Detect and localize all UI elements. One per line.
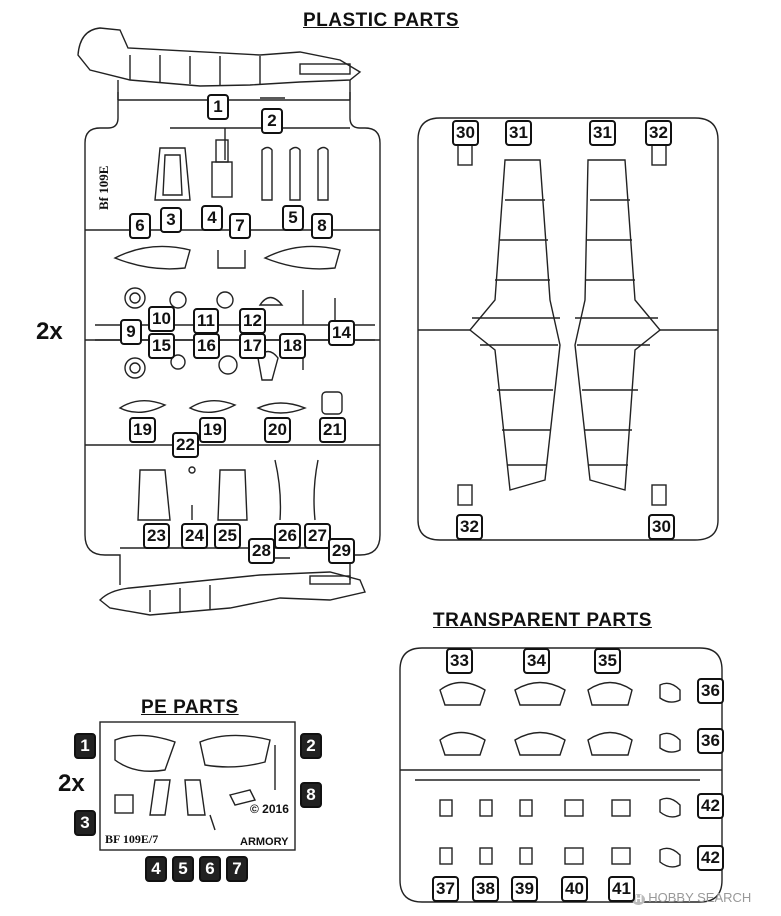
watermark-logo-icon: H bbox=[632, 894, 646, 905]
canopy-parts-shapes bbox=[439, 681, 681, 868]
pe-fret-outline bbox=[99, 721, 296, 851]
part-label: 4 bbox=[201, 205, 223, 231]
watermark-text: HOBBY SEARCH bbox=[648, 890, 752, 905]
clear-part-label: 37 bbox=[432, 876, 459, 902]
fuselage-half-top bbox=[77, 27, 362, 100]
pe-part-label: 8 bbox=[300, 782, 322, 808]
part-label: 18 bbox=[279, 333, 306, 359]
fuselage-half-bottom bbox=[98, 571, 366, 616]
part-label: 5 bbox=[282, 205, 304, 231]
part-label: 8 bbox=[311, 213, 333, 239]
pe-copyright: © 2016 bbox=[250, 802, 289, 816]
pe-fret-multiplier: 2x bbox=[58, 770, 85, 797]
clear-part-label: 33 bbox=[446, 648, 473, 674]
plastic-row5-shapes bbox=[137, 459, 319, 559]
part-label: 17 bbox=[239, 333, 266, 359]
part-label: 27 bbox=[304, 523, 331, 549]
clear-part-label: 41 bbox=[608, 876, 635, 902]
part-label: 29 bbox=[328, 538, 355, 564]
part-label: 32 bbox=[645, 120, 672, 146]
part-label: 28 bbox=[248, 538, 275, 564]
part-label: 21 bbox=[319, 417, 346, 443]
part-label: 15 bbox=[148, 333, 175, 359]
part-label: 19 bbox=[199, 417, 226, 443]
part-label: 31 bbox=[505, 120, 532, 146]
heading-pe-parts: PE PARTS bbox=[141, 697, 239, 718]
pe-part-label: 1 bbox=[74, 733, 96, 759]
pe-part-label: 2 bbox=[300, 733, 322, 759]
pe-brand: ARMORY bbox=[240, 836, 289, 848]
part-label: 32 bbox=[456, 514, 483, 540]
part-label: 2 bbox=[261, 108, 283, 134]
pe-part-label: 5 bbox=[172, 856, 194, 882]
plastic-row4-shapes bbox=[118, 391, 343, 415]
part-label: 25 bbox=[214, 523, 241, 549]
part-label: 20 bbox=[264, 417, 291, 443]
wing-sprue-frame bbox=[417, 117, 719, 541]
wing-right bbox=[574, 159, 661, 491]
wing-sprue-small-parts bbox=[457, 144, 667, 506]
clear-part-label: 42 bbox=[697, 845, 724, 871]
pe-part-label: 7 bbox=[226, 856, 248, 882]
pe-part-label: 6 bbox=[199, 856, 221, 882]
part-label: 22 bbox=[172, 432, 199, 458]
sprue-code-label: Bf 109E bbox=[96, 165, 111, 210]
plastic-row1-shapes bbox=[154, 139, 329, 201]
part-label: 31 bbox=[589, 120, 616, 146]
part-label: 1 bbox=[207, 94, 229, 120]
part-label: 19 bbox=[129, 417, 156, 443]
part-label: 10 bbox=[148, 306, 175, 332]
part-label: 30 bbox=[452, 120, 479, 146]
clear-part-label: 42 bbox=[697, 793, 724, 819]
clear-part-label: 40 bbox=[561, 876, 588, 902]
pe-part-label: 3 bbox=[74, 810, 96, 836]
part-label: 9 bbox=[120, 319, 142, 345]
wing-left bbox=[469, 159, 561, 491]
clear-part-label: 36 bbox=[697, 678, 724, 704]
clear-part-label: 35 bbox=[594, 648, 621, 674]
plastic-sprue-multiplier: 2x bbox=[36, 318, 63, 345]
heading-plastic-parts: PLASTIC PARTS bbox=[303, 10, 460, 31]
part-label: 26 bbox=[274, 523, 301, 549]
part-label: 12 bbox=[239, 308, 266, 334]
plastic-row2-shapes bbox=[113, 245, 341, 270]
clear-part-label: 34 bbox=[523, 648, 550, 674]
part-label: 16 bbox=[193, 333, 220, 359]
part-label: 23 bbox=[143, 523, 170, 549]
pe-fret-name: BF 109E/7 bbox=[105, 832, 159, 846]
clear-part-label: 38 bbox=[472, 876, 499, 902]
part-label: 30 bbox=[648, 514, 675, 540]
part-label: 14 bbox=[328, 320, 355, 346]
part-label: 11 bbox=[193, 308, 219, 334]
transparent-sprue-frame bbox=[399, 647, 723, 903]
pe-part-label: 4 bbox=[145, 856, 167, 882]
clear-part-label: 39 bbox=[511, 876, 538, 902]
part-label: 24 bbox=[181, 523, 208, 549]
part-label: 7 bbox=[229, 213, 251, 239]
part-label: 3 bbox=[160, 207, 182, 233]
part-label: 6 bbox=[129, 213, 151, 239]
heading-transparent-parts: TRANSPARENT PARTS bbox=[433, 610, 652, 631]
clear-part-label: 36 bbox=[697, 728, 724, 754]
